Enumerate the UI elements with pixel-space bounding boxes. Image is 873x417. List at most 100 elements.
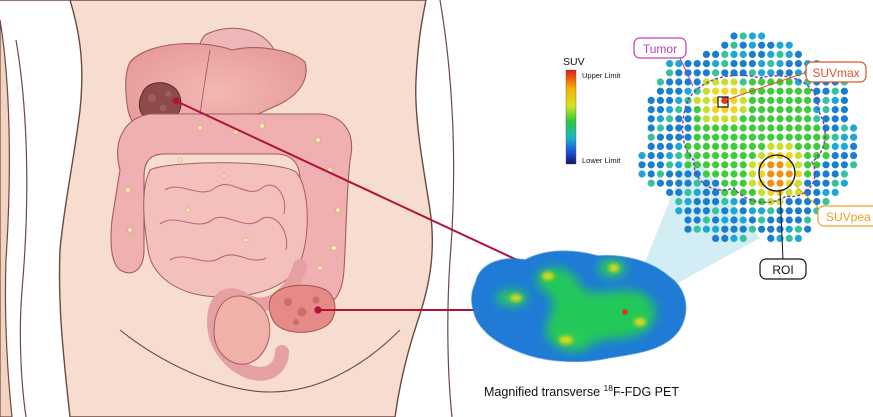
voxel bbox=[703, 152, 710, 159]
voxel bbox=[822, 198, 829, 205]
voxel bbox=[740, 42, 747, 49]
voxel bbox=[730, 216, 737, 223]
voxel bbox=[721, 60, 728, 67]
voxel bbox=[703, 106, 710, 113]
voxel bbox=[758, 124, 765, 131]
voxel bbox=[804, 106, 811, 113]
voxel bbox=[786, 235, 793, 242]
voxel bbox=[684, 134, 691, 141]
voxel bbox=[703, 161, 710, 168]
voxel bbox=[712, 170, 719, 177]
voxel bbox=[758, 106, 765, 113]
voxel bbox=[712, 51, 719, 58]
voxel bbox=[684, 226, 691, 233]
voxel bbox=[666, 143, 673, 150]
voxel bbox=[730, 198, 737, 205]
voxel bbox=[804, 216, 811, 223]
voxel bbox=[703, 134, 710, 141]
body-illustration bbox=[0, 0, 454, 417]
voxel bbox=[767, 42, 774, 49]
voxel bbox=[730, 152, 737, 159]
voxel bbox=[740, 106, 747, 113]
voxel bbox=[749, 189, 756, 196]
voxel bbox=[721, 143, 728, 150]
voxel bbox=[758, 115, 765, 122]
voxel bbox=[675, 207, 682, 214]
voxel bbox=[712, 60, 719, 67]
voxel bbox=[813, 189, 820, 196]
voxel bbox=[758, 143, 765, 150]
voxel bbox=[776, 42, 783, 49]
voxel bbox=[648, 134, 655, 141]
voxel bbox=[776, 143, 783, 150]
voxel bbox=[657, 143, 664, 150]
caption-superscript: 18 bbox=[604, 383, 614, 393]
voxel bbox=[648, 115, 655, 122]
voxel bbox=[684, 115, 691, 122]
voxel bbox=[813, 143, 820, 150]
voxel bbox=[666, 161, 673, 168]
voxel bbox=[694, 226, 701, 233]
liver-tumor-texture-1 bbox=[148, 94, 156, 102]
voxel bbox=[694, 106, 701, 113]
voxel bbox=[740, 97, 747, 104]
voxel bbox=[795, 97, 802, 104]
voxel bbox=[666, 134, 673, 141]
voxel bbox=[703, 170, 710, 177]
voxel bbox=[740, 143, 747, 150]
voxel bbox=[675, 143, 682, 150]
colon-tumor-texture-4 bbox=[293, 319, 299, 325]
voxel bbox=[850, 161, 857, 168]
voxel bbox=[758, 32, 765, 39]
suvpeak-callout: SUVpea bbox=[818, 206, 873, 226]
voxel bbox=[730, 207, 737, 214]
voxel bbox=[684, 60, 691, 67]
voxel bbox=[721, 69, 728, 76]
voxel bbox=[694, 189, 701, 196]
voxel bbox=[675, 161, 682, 168]
voxel bbox=[758, 152, 765, 159]
voxel bbox=[721, 216, 728, 223]
voxel bbox=[638, 170, 645, 177]
voxel bbox=[758, 42, 765, 49]
voxel bbox=[758, 207, 765, 214]
voxel bbox=[666, 170, 673, 177]
voxel bbox=[684, 207, 691, 214]
voxel bbox=[648, 106, 655, 113]
voxel bbox=[767, 124, 774, 131]
voxel bbox=[684, 88, 691, 95]
voxel bbox=[730, 51, 737, 58]
voxel bbox=[666, 115, 673, 122]
voxel bbox=[767, 69, 774, 76]
voxel bbox=[703, 69, 710, 76]
voxel bbox=[740, 115, 747, 122]
roi-callout: ROI bbox=[760, 259, 806, 279]
legend-upper-limit: Upper Limit bbox=[582, 71, 621, 80]
voxel bbox=[730, 170, 737, 177]
voxel bbox=[841, 152, 848, 159]
voxel bbox=[657, 78, 664, 85]
voxel bbox=[795, 143, 802, 150]
voxel bbox=[694, 207, 701, 214]
voxel bbox=[749, 180, 756, 187]
voxel bbox=[767, 134, 774, 141]
voxel bbox=[841, 170, 848, 177]
voxel bbox=[666, 106, 673, 113]
voxel bbox=[694, 216, 701, 223]
voxel bbox=[758, 216, 765, 223]
voxel bbox=[786, 124, 793, 131]
voxel bbox=[721, 152, 728, 159]
voxel bbox=[749, 60, 756, 67]
voxel bbox=[786, 69, 793, 76]
voxel bbox=[712, 216, 719, 223]
voxel bbox=[730, 42, 737, 49]
voxel bbox=[795, 115, 802, 122]
voxel bbox=[721, 161, 728, 168]
voxel bbox=[822, 152, 829, 159]
voxel bbox=[703, 207, 710, 214]
voxel bbox=[758, 78, 765, 85]
voxel bbox=[813, 115, 820, 122]
voxel bbox=[675, 69, 682, 76]
pet-hotspot-1 bbox=[542, 272, 554, 280]
voxel bbox=[822, 124, 829, 131]
